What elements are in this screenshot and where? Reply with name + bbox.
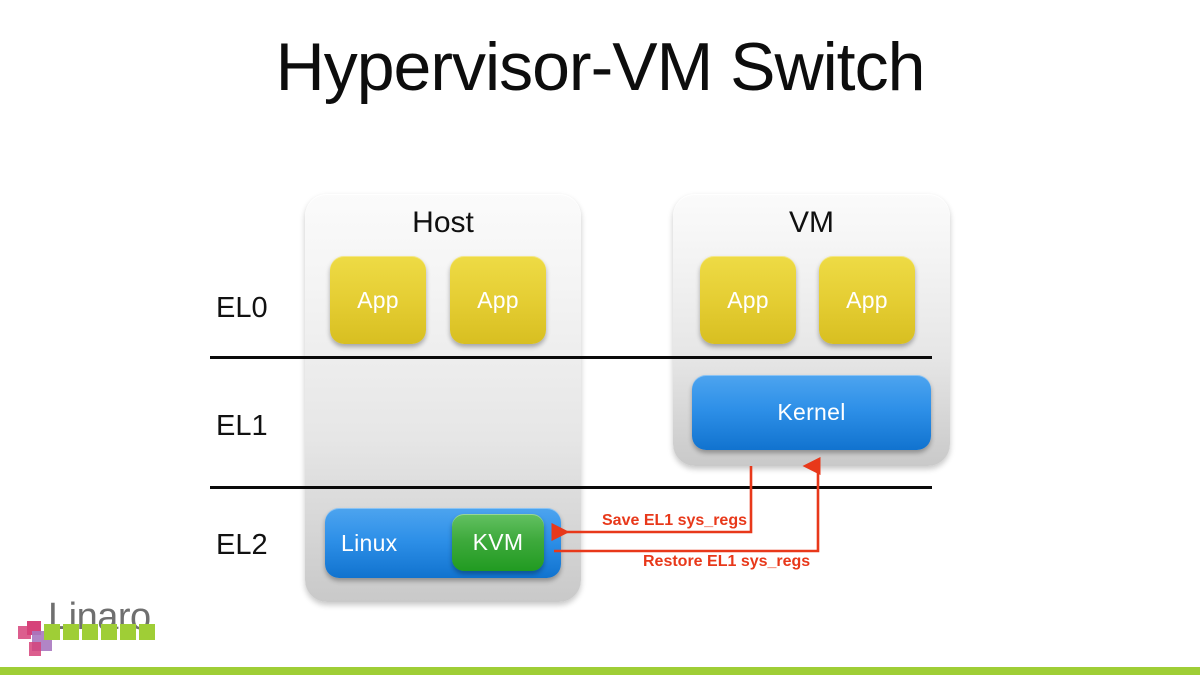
host-kvm-label: KVM bbox=[472, 529, 524, 555]
logo-square-green-5 bbox=[120, 624, 136, 640]
vm-kernel-label: Kernel bbox=[777, 399, 846, 425]
vm-app-box-1: App bbox=[700, 256, 796, 344]
logo-square-green-6 bbox=[139, 624, 155, 640]
bottom-accent-bar bbox=[0, 667, 1200, 675]
restore-sysregs-label: Restore EL1 sys_regs bbox=[643, 553, 811, 570]
host-title: Host bbox=[412, 206, 474, 239]
exception-level-label-el1: EL1 bbox=[216, 410, 268, 442]
logo-square-green-3 bbox=[82, 624, 98, 640]
host-app-label-1: App bbox=[357, 286, 399, 313]
page-title: Hypervisor-VM Switch bbox=[275, 29, 926, 105]
vm-kernel-box: Kernel bbox=[692, 375, 931, 450]
exception-level-label-el2: EL2 bbox=[216, 529, 268, 561]
host-linux-label: Linux bbox=[341, 529, 398, 556]
divider-el1-el2 bbox=[210, 486, 932, 489]
logo-square-green-4 bbox=[101, 624, 117, 640]
linaro-logo: Linaro bbox=[18, 596, 188, 658]
restore-sysregs-arrow bbox=[554, 456, 821, 553]
save-sysregs-label: Save EL1 sys_regs bbox=[602, 512, 747, 529]
divider-el0-el1 bbox=[210, 356, 932, 359]
vm-title: VM bbox=[789, 206, 834, 239]
host-app-label-2: App bbox=[477, 286, 519, 313]
vm-app-label-2: App bbox=[846, 286, 888, 313]
logo-square-pink-3 bbox=[29, 642, 41, 656]
exception-level-label-el0: EL0 bbox=[216, 292, 268, 324]
vm-app-label-1: App bbox=[727, 286, 769, 313]
host-kvm-box: KVM bbox=[452, 514, 544, 571]
host-app-box-2: App bbox=[450, 256, 546, 344]
host-app-box-1: App bbox=[330, 256, 426, 344]
logo-square-green-1 bbox=[44, 624, 60, 640]
vm-app-box-2: App bbox=[819, 256, 915, 344]
linaro-logo-squares bbox=[18, 621, 155, 656]
logo-square-green-2 bbox=[63, 624, 79, 640]
